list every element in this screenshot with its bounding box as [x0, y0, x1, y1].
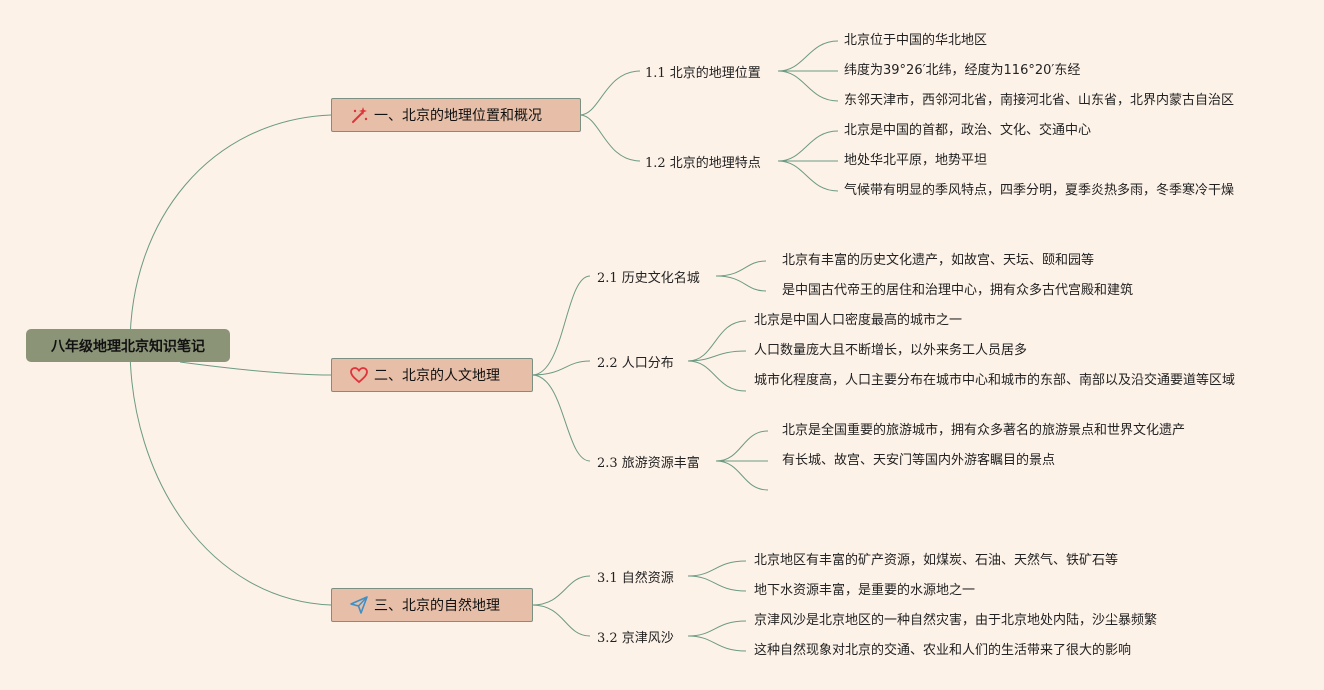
topic-2-1-leaf-1-line	[715, 260, 767, 277]
leaf-1-1-2[interactable]: 纬度为39°26′北纬，经度为116°20′东经	[844, 63, 1081, 78]
topic-2-2-leaf-3-line	[687, 360, 747, 392]
branch-2-to-topic-2-3-line	[531, 374, 591, 462]
topic-3-2-leaf-2-line	[687, 635, 747, 652]
leaf-2-3-2[interactable]: 有长城、故宫、天安门等国内外游客瞩目的景点	[782, 453, 1056, 468]
topic-3-1-leaf-1-line	[687, 560, 747, 577]
leaf-2-2-1[interactable]: 北京是中国人口密度最高的城市之一	[754, 313, 963, 328]
root-to-branch-1-line	[129, 114, 332, 347]
branch-3-to-topic-3-2-line	[531, 604, 591, 637]
leaf-3-2-2[interactable]: 这种自然现象对北京的交通、农业和人们的生活带来了很大的影响	[754, 643, 1132, 658]
leaf-2-1-2[interactable]: 是中国古代帝王的居住和治理中心，拥有众多古代宫殿和建筑	[782, 283, 1134, 298]
branch-2-label: 二、北京的人文地理	[374, 368, 500, 384]
branch-1-label: 一、北京的地理位置和概况	[374, 108, 542, 124]
topic-3-1[interactable]: 3.1 自然资源	[597, 571, 674, 586]
branch-2-to-topic-2-2-line	[531, 360, 591, 376]
branch-2-to-topic-2-1-line	[531, 275, 591, 376]
leaf-1-2-1[interactable]: 北京是中国的首都，政治、文化、交通中心	[844, 123, 1092, 138]
root-node[interactable]: 八年级地理北京知识笔记	[26, 329, 230, 362]
leaf-3-1-2[interactable]: 地下水资源丰富，是重要的水源地之一	[754, 583, 976, 598]
topic-1-1[interactable]: 1.1 北京的地理位置	[645, 66, 761, 81]
topic-1-1-leaf-1-line	[777, 40, 839, 72]
sparkle-wand-icon	[348, 104, 370, 126]
branch-3-label: 三、北京的自然地理	[374, 598, 500, 614]
leaf-1-2-3[interactable]: 气候带有明显的季风特点，四季分明，夏季炎热多雨，冬季寒冷干燥	[844, 183, 1235, 198]
topic-1-2-leaf-1-line	[777, 130, 839, 162]
topic-2-3-leaf-3-line	[715, 460, 769, 491]
leaf-2-3-1[interactable]: 北京是全国重要的旅游城市，拥有众多著名的旅游景点和世界文化遗产	[782, 423, 1186, 438]
root-to-branch-3-line	[129, 345, 332, 606]
root-label: 八年级地理北京知识笔记	[51, 338, 205, 355]
leaf-2-2-2[interactable]: 人口数量庞大且不断增长，以外来务工人员居多	[754, 343, 1028, 358]
topic-3-1-leaf-2-line	[687, 575, 747, 592]
heart-icon	[348, 364, 370, 386]
topic-1-2[interactable]: 1.2 北京的地理特点	[645, 156, 761, 171]
leaf-2-1-1[interactable]: 北京有丰富的历史文化遗产，如故宫、天坛、颐和园等	[782, 253, 1095, 268]
branch-3-to-topic-3-1-line	[531, 575, 591, 606]
topic-2-3[interactable]: 2.3 旅游资源丰富	[597, 456, 700, 471]
branch-node-3[interactable]: 三、北京的自然地理	[331, 588, 533, 622]
topic-3-2-leaf-1-line	[687, 620, 747, 637]
topic-2-2[interactable]: 2.2 人口分布	[597, 356, 674, 371]
leaf-3-2-1[interactable]: 京津风沙是北京地区的一种自然灾害，由于北京地处内陆，沙尘暴频繁	[754, 613, 1158, 628]
topic-3-2[interactable]: 3.2 京津风沙	[597, 631, 674, 646]
topic-2-3-leaf-1-line	[715, 430, 769, 462]
branch-1-to-topic-1-1-line	[579, 70, 641, 116]
leaf-1-1-1[interactable]: 北京位于中国的华北地区	[844, 33, 988, 48]
leaf-1-2-2[interactable]: 地处华北平原，地势平坦	[844, 153, 988, 168]
root-to-branch-2-line	[179, 361, 332, 376]
branch-node-1[interactable]: 一、北京的地理位置和概况	[331, 98, 581, 132]
topic-2-1-leaf-2-line	[715, 275, 767, 292]
leaf-3-1-1[interactable]: 北京地区有丰富的矿产资源，如煤炭、石油、天然气、铁矿石等	[754, 553, 1119, 568]
branch-node-2[interactable]: 二、北京的人文地理	[331, 358, 533, 392]
branch-1-to-topic-1-2-line	[579, 114, 641, 162]
topic-2-2-leaf-1-line	[687, 320, 747, 362]
paper-plane-icon	[348, 594, 370, 616]
leaf-2-2-3[interactable]: 城市化程度高，人口主要分布在城市中心和城市的东部、南部以及沿交通要道等区域	[754, 373, 1236, 388]
topic-1-1-leaf-3-line	[777, 70, 839, 102]
leaf-1-1-3[interactable]: 东邻天津市，西邻河北省，南接河北省、山东省，北界内蒙古自治区	[844, 93, 1235, 108]
topic-1-2-leaf-3-line	[777, 160, 839, 192]
topic-2-2-leaf-2-line	[687, 350, 747, 362]
topic-2-1[interactable]: 2.1 历史文化名城	[597, 271, 700, 286]
